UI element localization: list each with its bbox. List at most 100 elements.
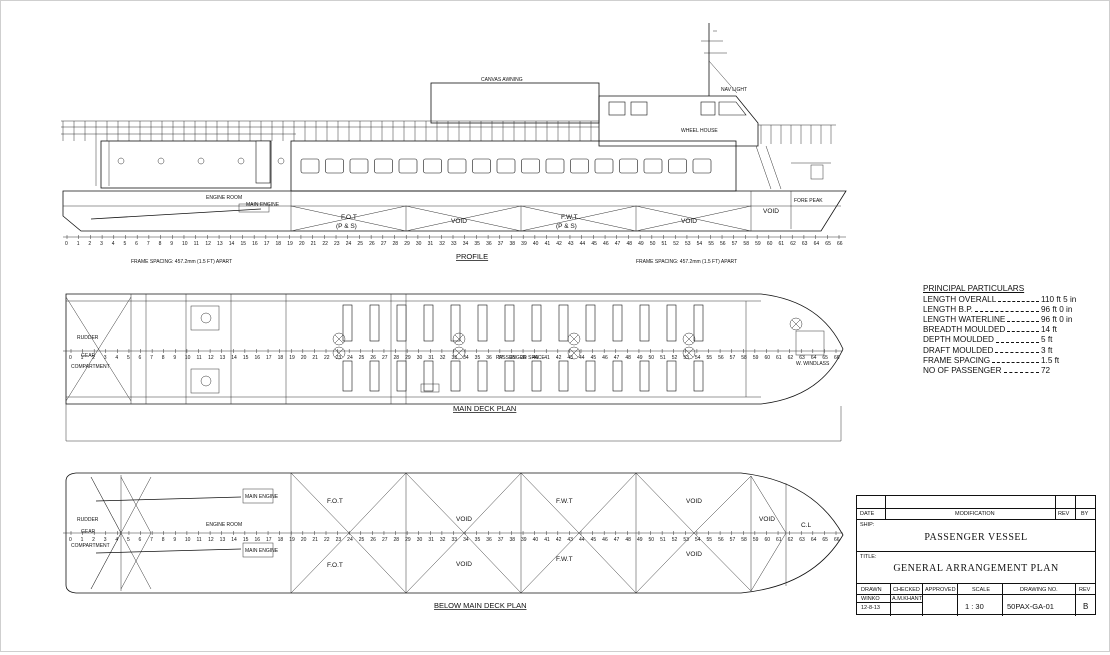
frame-number: 3	[100, 241, 103, 247]
frame-number: 34	[463, 355, 469, 361]
main-engine-label-stbd: MAIN ENGINE	[245, 548, 279, 554]
frame-number: 53	[683, 355, 689, 361]
frame-number: 41	[545, 241, 551, 247]
frame-number: 57	[730, 355, 736, 361]
rudder-label-2: RUDDER	[77, 517, 99, 523]
frame-number: 58	[741, 537, 747, 543]
void-label-fwd: VOID	[759, 516, 775, 523]
drawing-title: GENERAL ARRANGEMENT PLAN	[893, 563, 1059, 574]
frame-number: 55	[708, 241, 714, 247]
by-header: BY	[1081, 511, 1089, 517]
hatch-cross	[454, 334, 464, 344]
hull-profile	[62, 190, 847, 232]
frame-number: 60	[767, 241, 773, 247]
frame-number: 13	[220, 537, 226, 543]
hatch	[567, 332, 581, 346]
hatch	[332, 346, 346, 360]
main-deck-outline	[65, 293, 844, 405]
void-stbd-label-2: VOID	[686, 551, 702, 558]
frame-number: 36	[486, 241, 492, 247]
frame-number: 19	[289, 537, 295, 543]
frame-number: 30	[417, 537, 423, 543]
window	[398, 158, 418, 174]
frame-number: 49	[638, 241, 644, 247]
seat-row-stbd	[477, 360, 488, 392]
frame-number: 37	[498, 241, 504, 247]
hatch-cross	[569, 334, 579, 344]
frame-number: 54	[697, 241, 703, 247]
compartment-label-1: COMPARTMENT	[71, 364, 110, 370]
particular-label: LENGTH OVERALL	[923, 295, 997, 305]
frame-number: 29	[405, 537, 411, 543]
hatch	[682, 346, 696, 360]
frame-number: 40	[533, 537, 539, 543]
modification-header: MODIFICATION	[955, 511, 995, 517]
frame-number: 53	[685, 241, 691, 247]
frame-number: 28	[394, 355, 400, 361]
frame-number: 30	[416, 241, 422, 247]
main-engine-label-port: MAIN ENGINE	[245, 494, 279, 500]
frame-number: 29	[405, 355, 411, 361]
stair-aft	[95, 141, 110, 186]
frame-number: 24	[346, 241, 352, 247]
nav-light-label: NAV LIGHT	[721, 87, 747, 93]
frame-number: 35	[475, 537, 481, 543]
particular-value: 96 ft 0 in	[1041, 305, 1073, 315]
below-deck-outline	[65, 472, 844, 594]
title-block: DATE MODIFICATION REV BY SHIP: PASSENGER…	[856, 495, 1096, 616]
frame-number: 49	[637, 355, 643, 361]
frame-number: 0	[69, 355, 72, 361]
below-deck-caption: BELOW MAIN DECK PLAN	[434, 601, 527, 610]
fwt-ps-label: (P & S)	[556, 223, 577, 230]
frame-number: 30	[417, 355, 423, 361]
profile-caption: PROFILE	[456, 252, 488, 261]
scale-header: SCALE	[972, 587, 991, 593]
frame-number: 1	[81, 537, 84, 543]
frame-number: 28	[394, 537, 400, 543]
frame-number: 49	[637, 537, 643, 543]
frame-number: 66	[834, 355, 840, 361]
frame-number: 39	[521, 355, 527, 361]
frame-number: 6	[139, 355, 142, 361]
porthole	[117, 157, 125, 165]
void-port-label-2: VOID	[686, 498, 702, 505]
drawn-date: 12-8-13	[861, 605, 880, 611]
seat-row-port	[504, 304, 515, 342]
frame-number: 31	[428, 355, 434, 361]
hatch	[452, 332, 466, 346]
frame-number: 7	[150, 355, 153, 361]
seat-row-port	[423, 304, 434, 342]
seat-row-stbd	[369, 360, 380, 392]
hatch-cross	[684, 348, 694, 358]
engine-room-label: ENGINE ROOM	[206, 195, 242, 201]
fore-peak-label: FORE PEAK	[794, 198, 823, 204]
frame-spacing-note-fwd: FRAME SPACING: 457.2mm (1.5 FT) APART	[636, 259, 737, 265]
void-stbd-label-1: VOID	[456, 561, 472, 568]
frame-number: 16	[252, 241, 258, 247]
frame-number: 54	[695, 537, 701, 543]
hatch-cross	[454, 348, 464, 358]
window	[570, 158, 589, 174]
rev-header: REV	[1058, 511, 1070, 517]
drawing-no-value: 50PAX-GA-01	[1007, 602, 1054, 611]
frame-number: 38	[509, 241, 515, 247]
window	[374, 158, 393, 174]
frame-number: 54	[695, 355, 701, 361]
frame-number: 14	[231, 537, 237, 543]
frame-number: 43	[567, 355, 573, 361]
particular-label: FRAME SPACING	[923, 355, 991, 365]
seat-row-port	[342, 304, 353, 342]
date-header: DATE	[860, 511, 875, 517]
drawn-header: DRAWN	[861, 587, 882, 593]
frame-number: 17	[266, 537, 272, 543]
frame-number: 38	[509, 355, 515, 361]
frame-number: 3	[104, 355, 107, 361]
frame-number: 34	[463, 537, 469, 543]
frame-number: 44	[580, 241, 586, 247]
